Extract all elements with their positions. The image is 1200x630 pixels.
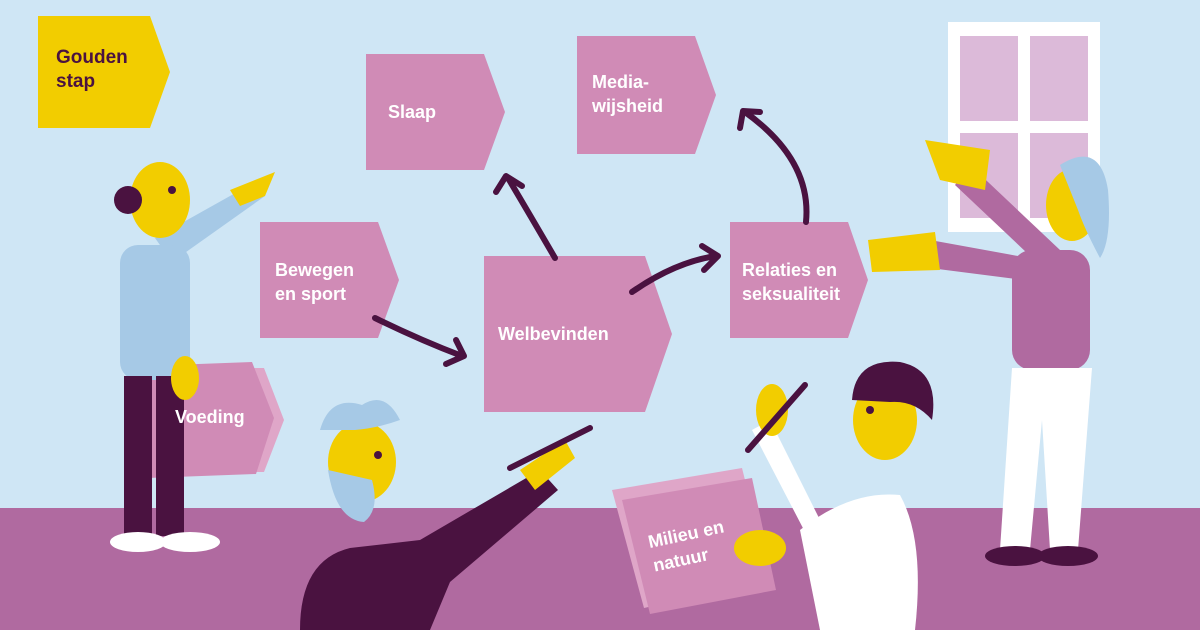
- floor: [0, 508, 1200, 630]
- card-bewegen: [260, 222, 399, 338]
- topic-bewegen: Bewegen en sport: [275, 260, 355, 304]
- card-relaties: [730, 222, 868, 338]
- woman-right: [868, 140, 1109, 566]
- man-center: [300, 400, 593, 630]
- card-mediawijsheid: [577, 36, 716, 154]
- gouden-stap-badge: [38, 16, 170, 128]
- topic-mediawijsheid: Media- wijsheid: [592, 72, 664, 116]
- gouden-stap-label: Gouden stap: [56, 47, 128, 92]
- topic-slaap: Slaap: [388, 102, 437, 122]
- arrows: [372, 108, 810, 367]
- topic-welbevinden: Welbevinden: [498, 324, 609, 344]
- person-bottom-right: [734, 361, 934, 630]
- topic-voeding: Voeding: [175, 407, 245, 427]
- card-welbevinden: [484, 256, 672, 412]
- man-left: [110, 162, 275, 552]
- card-slaap: [366, 54, 505, 170]
- card-milieu: [612, 468, 776, 614]
- topic-relaties: Relaties en seksualiteit: [742, 260, 841, 304]
